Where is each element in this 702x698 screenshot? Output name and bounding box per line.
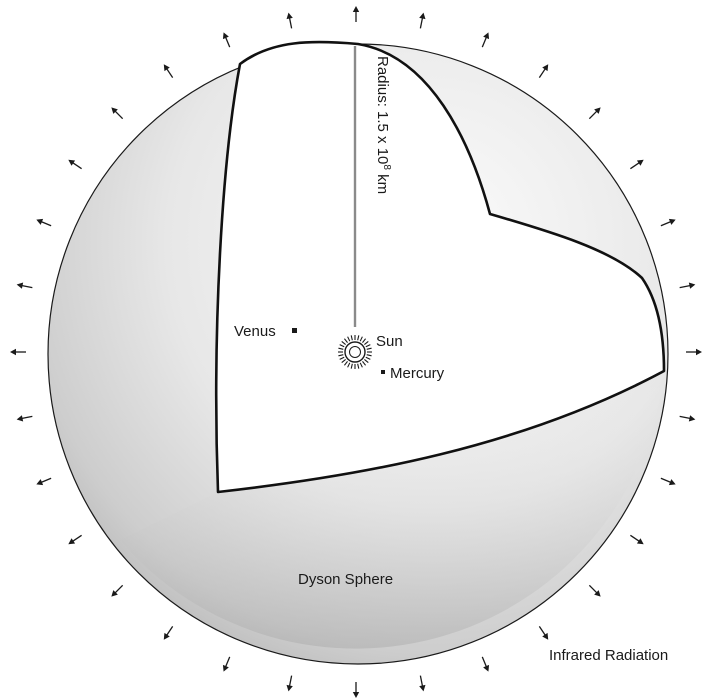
arrow-icon [419,675,426,692]
sun-ray [366,354,372,357]
infrared-radiation-label: Infrared Radiation [549,647,668,664]
arrow-icon [286,12,293,29]
dyson-sphere-label: Dyson Sphere [298,571,393,588]
arrow-icon [630,534,644,545]
arrow-icon [68,534,82,545]
sun-label: Sun [376,333,403,350]
sun-ray [341,340,346,345]
arrow-icon [660,477,676,486]
arrow-icon [36,477,52,486]
arrow-icon [16,415,33,422]
sun-icon [338,335,372,369]
sun-ray [357,363,360,369]
sun-ray [359,362,363,368]
arrow-icon [10,348,26,356]
mercury-dot-icon [381,370,385,374]
arrow-icon [111,584,124,597]
arrow-icon [679,282,696,289]
arrow-icon [588,584,601,597]
arrow-icon [16,282,33,289]
arrow-icon [36,218,52,227]
sun-rays [338,335,372,369]
arrow-icon [163,626,174,640]
sun-ray [359,336,363,342]
arrow-icon [68,159,82,170]
arrow-icon [481,656,490,672]
radius-label: Radius: 1.5 x 108 km [374,56,392,194]
infrared-radiation-arrows [10,6,702,698]
sun-ray [347,362,351,368]
arrow-icon [222,32,231,48]
arrow-icon [679,415,696,422]
arrow-icon [352,6,360,22]
venus-label: Venus [234,323,276,340]
sun-ray [347,336,351,342]
arrow-icon [222,656,231,672]
sun-ray [362,361,367,366]
arrow-icon [111,107,124,120]
radius-exponent: 8 [381,164,392,170]
arrow-icon [588,107,601,120]
sun-ray [343,361,348,366]
arrow-icon [660,218,676,227]
arrow-icon [630,159,644,170]
sun-ray [365,356,371,360]
sun-ray [339,356,345,360]
arrow-icon [686,348,702,356]
sun-ray [362,338,367,343]
sun-ray [338,347,344,350]
mercury-label: Mercury [390,365,445,382]
arrow-icon [419,12,426,29]
arrow-icon [481,32,490,48]
sun-ray [366,347,372,350]
sun-ray [365,344,371,348]
sun-ray [364,340,369,345]
arrow-icon [538,64,549,78]
sun-ray [339,344,345,348]
sun-ray [350,335,353,341]
sun-ray [338,354,344,357]
arrow-icon [352,682,360,698]
sun-ray [341,359,346,364]
sun-ray [343,338,348,343]
arrow-icon [538,626,549,640]
sun-ray [357,335,360,341]
sun-ray [350,363,353,369]
sun-ray [364,359,369,364]
sphere-lower-shading [120,371,664,649]
sphere-cutaway-opening [214,40,666,494]
venus-dot-icon [292,328,297,333]
arrow-icon [163,64,174,78]
arrow-icon [286,675,293,692]
